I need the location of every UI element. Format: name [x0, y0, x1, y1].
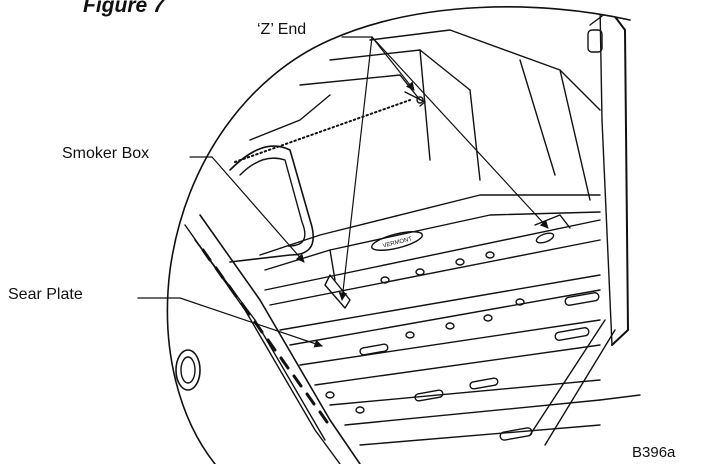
sear-plate-leader [137, 297, 323, 348]
smoker-box [229, 145, 315, 263]
grate-slots [325, 251, 600, 441]
figure-code: B396a [632, 444, 676, 461]
view-boundary-arc [166, 6, 631, 464]
rod-dotted [234, 99, 411, 163]
z-end-callout-label: ‘Z’ End [257, 21, 307, 38]
left-rail-slots [201, 248, 329, 424]
grate-rail [264, 219, 601, 291]
smoker-box-callout-label: Smoker Box [62, 145, 150, 162]
smoker-box-leader [189, 156, 305, 263]
side-panel [609, 9, 629, 346]
z-end-leaders [338, 36, 549, 301]
control-knob [175, 349, 201, 391]
corner-knob [587, 29, 603, 53]
sear-plate-callout-label: Sear Plate [8, 286, 83, 303]
figure-title: Figure 7 [83, 0, 165, 17]
left-rail [199, 214, 361, 464]
brand-badge [371, 231, 423, 251]
grill-interior: VERMONT [175, 6, 641, 464]
